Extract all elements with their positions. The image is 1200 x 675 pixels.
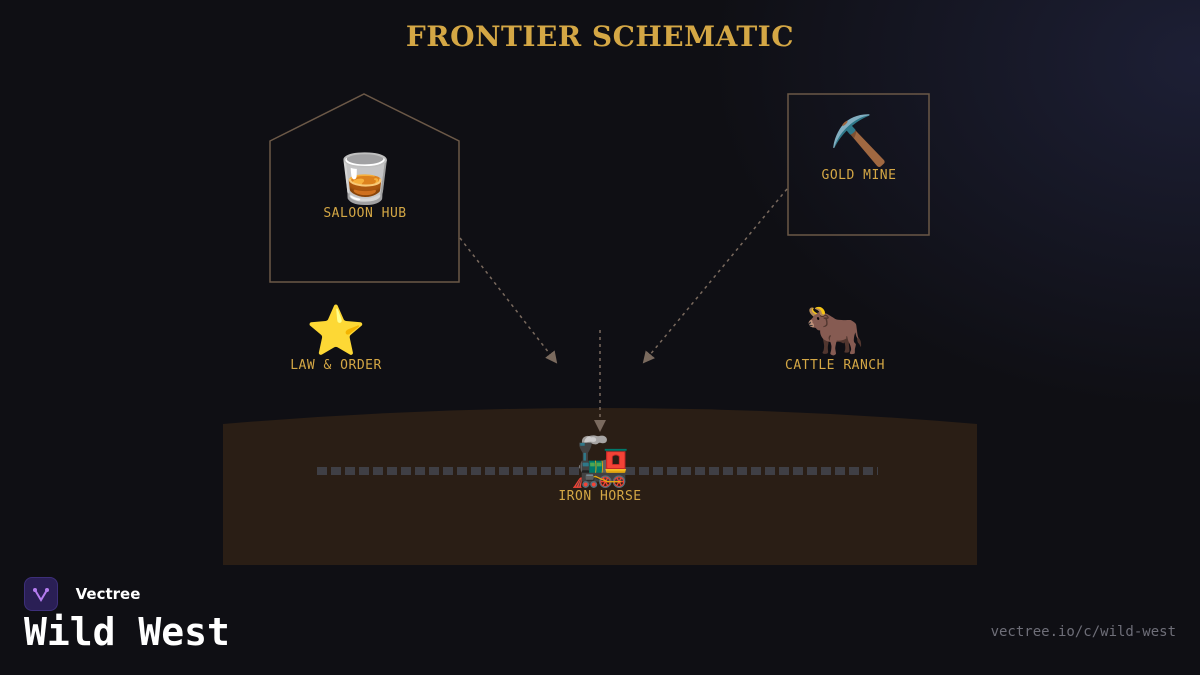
node-law-and-order: ⭐ LAW & ORDER (266, 304, 406, 373)
star-icon: ⭐ (306, 303, 366, 359)
arrow-gold-mine-to-iron-horse (642, 188, 788, 364)
terrain-ground (223, 408, 977, 565)
law-and-order-label: LAW & ORDER (290, 358, 382, 373)
page-heading: Wild West (24, 610, 230, 654)
iron-horse-label: IRON HORSE (558, 489, 642, 504)
ox-icon: 🐂 (805, 303, 865, 359)
brand[interactable]: Vectree (24, 577, 140, 611)
gold-mine-label: GOLD MINE (821, 168, 897, 183)
vectree-logo-icon (24, 577, 58, 611)
diagram-title: FRONTIER SCHEMATIC (405, 20, 795, 53)
saloon-hub-label: SALOON HUB (323, 206, 407, 221)
gold-mine-box (787, 93, 930, 236)
brand-name: Vectree (75, 585, 141, 603)
node-cattle-ranch: 🐂 CATTLE RANCH (765, 304, 905, 373)
whiskey-glass-icon: 🥃 (335, 151, 395, 207)
saloon-house-outline (269, 93, 460, 283)
node-saloon-hub: 🥃 SALOON HUB (295, 152, 435, 221)
node-iron-horse: 🚂 IRON HORSE (530, 435, 670, 504)
source-url-link[interactable]: vectree.io/c/wild-west (990, 624, 1176, 640)
node-gold-mine: ⛏️ GOLD MINE (789, 114, 929, 183)
locomotive-icon: 🚂 (570, 434, 630, 490)
pickaxe-icon: ⛏️ (829, 113, 889, 169)
cattle-ranch-label: CATTLE RANCH (785, 358, 885, 373)
arrow-saloon-to-iron-horse (459, 237, 558, 364)
